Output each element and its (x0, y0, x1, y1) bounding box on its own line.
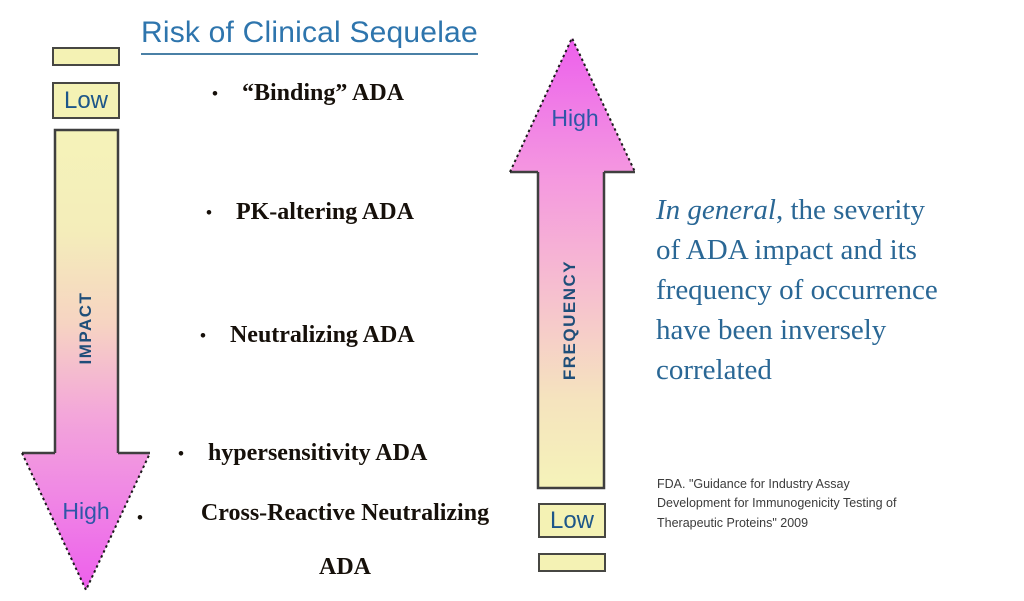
list-item-label: hypersensitivity ADA (207, 440, 428, 466)
bullet-icon: • (178, 443, 184, 463)
bullet-icon: • (206, 202, 212, 222)
frequency-arrow-body-outline (536, 172, 606, 490)
impact-scale-top-box (52, 47, 120, 66)
summary-note-lead: In general (656, 194, 776, 226)
citation-text: FDA. "Guidance for Industry Assay Develo… (657, 477, 897, 530)
list-item-binding-ada: • “Binding” ADA (212, 80, 404, 107)
impact-low-label: Low (63, 86, 109, 114)
bullet-icon: • (212, 83, 218, 103)
impact-arrow-head-outline (21, 452, 151, 593)
list-item-label: PK-altering ADA (235, 199, 414, 225)
page-title: Risk of Clinical Sequelae (141, 16, 478, 55)
frequency-axis-label: FREQUENCY (560, 259, 579, 381)
impact-arrow-body-outline (53, 128, 120, 453)
bullet-icon: • (137, 508, 143, 527)
frequency-low-box: Low (538, 503, 606, 538)
summary-note: In general, the severity of ADA impact a… (656, 190, 1024, 390)
list-item-neutralizing-ada: • Neutralizing ADA (200, 322, 415, 349)
frequency-high-label: High (551, 105, 599, 131)
frequency-scale-bottom-box (538, 553, 606, 572)
impact-low-box: Low (52, 82, 120, 119)
impact-axis-label: IMPACT (76, 291, 95, 365)
list-item-cross-reactive-line1: Cross-Reactive Neutralizing (200, 500, 490, 526)
frequency-low-label: Low (549, 506, 595, 534)
list-item-cross-reactive-line2: ADA (319, 554, 371, 580)
impact-arrow-icon (21, 128, 151, 593)
bullet-icon: • (200, 325, 206, 345)
list-item-hypersensitivity-ada: • hypersensitivity ADA (178, 440, 427, 467)
frequency-arrow-icon (509, 35, 636, 490)
summary-note-rest: , the severity of ADA impact and its fre… (656, 194, 938, 386)
impact-high-label: High (62, 498, 110, 524)
list-item-pk-altering-ada: • PK-altering ADA (206, 199, 414, 226)
list-item-label: “Binding” ADA (241, 80, 405, 106)
list-item-label: Neutralizing ADA (229, 322, 415, 348)
